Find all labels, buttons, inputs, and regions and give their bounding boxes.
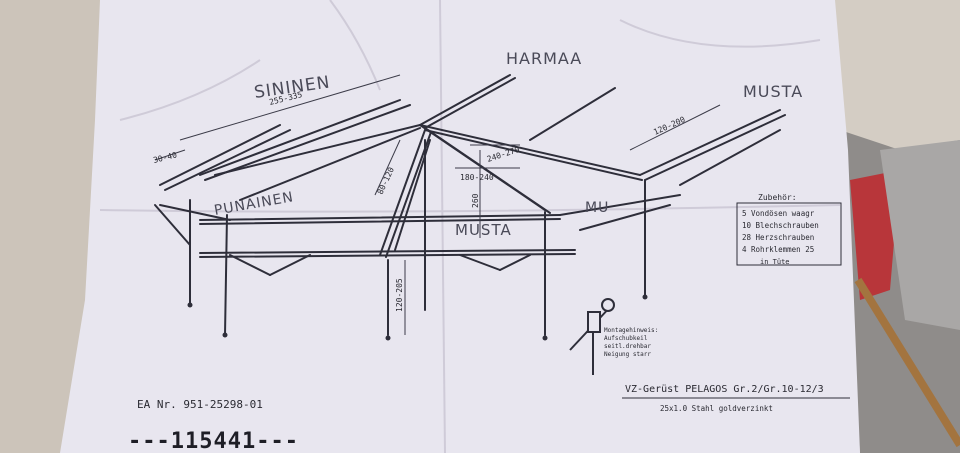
label-musta-mid: MUSTA	[455, 221, 512, 239]
ea-number: EA Nr. 951-25298-01	[137, 398, 263, 411]
product-material: 25x1.0 Stahl goldverzinkt	[660, 404, 773, 413]
accessories-item: 4 Rohrklemmen 25	[742, 245, 814, 254]
wooden-stick	[854, 277, 960, 448]
product-title: VZ-Gerüst PELAGOS Gr.2/Gr.10-12/3	[625, 384, 824, 395]
scaffold-drawing	[154, 74, 786, 336]
serial-number: ---115441---	[128, 429, 299, 453]
red-cloth	[850, 170, 900, 300]
label-harmaa: HARMAA	[506, 49, 582, 68]
paper-sheet	[60, 0, 860, 453]
connector-detail: Montagehinweis: Aufschubkeil seitl.drehb…	[569, 298, 658, 375]
grey-cloth	[880, 140, 960, 330]
dim-120-205: 120-205	[395, 278, 404, 312]
detail-note: seitl.drehbar	[604, 343, 651, 350]
dim-180-240: 180-240	[460, 173, 494, 182]
dimension-lines	[154, 74, 721, 335]
dim-260: 260	[471, 193, 480, 208]
label-mu: MU	[585, 200, 609, 216]
accessories-box: Zubehör: 5 Vondösen waagr 10 Blechschrau…	[736, 193, 842, 266]
leg-feet	[187, 294, 648, 341]
accessories-footer: in Tüte	[760, 258, 790, 266]
detail-note: Neigung starr	[604, 351, 651, 358]
detail-note: Montagehinweis:	[604, 327, 658, 334]
accessories-item: 10 Blechschrauben	[742, 221, 819, 230]
detail-note: Aufschubkeil	[604, 335, 648, 342]
accessories-item: 28 Herzschrauben	[742, 233, 814, 242]
label-musta-top: MUSTA	[743, 82, 803, 101]
accessories-item: 5 Vondösen waagr	[742, 209, 815, 218]
accessories-title: Zubehör:	[758, 193, 797, 202]
